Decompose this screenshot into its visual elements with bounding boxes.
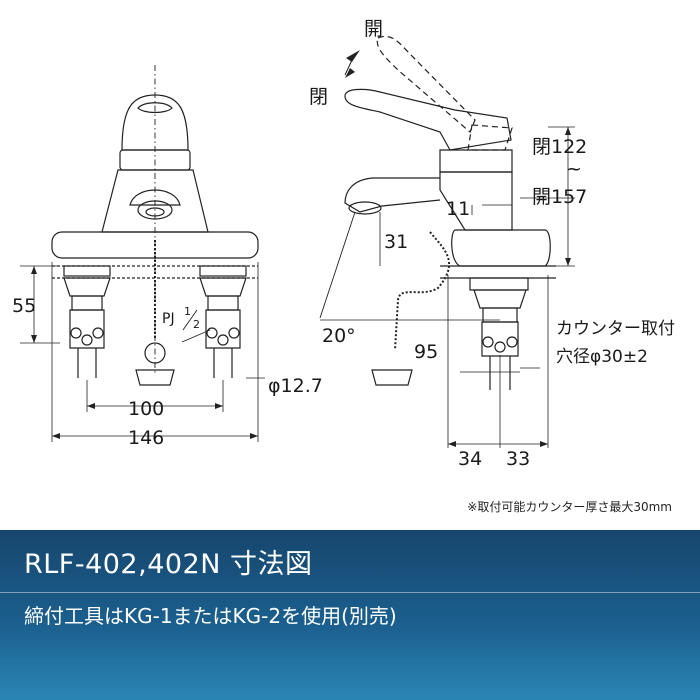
dimension-drawing: 開 閉 閉122 ~ 開157 11 31 20° 95 55 φ12.7 10… — [12, 18, 675, 470]
label-pj-numerator: 1 — [184, 305, 191, 318]
footnote: ※取付可能カウンター厚さ最大30mm — [467, 500, 672, 514]
label-closed-height: 閉122 — [532, 136, 587, 158]
label-dim-11: 11 — [446, 198, 470, 220]
label-dim-55: 55 — [12, 295, 36, 317]
label-closed-left: 閉 — [309, 86, 328, 108]
title-banner: RLF-402,402N 寸法図 締付工具はKG-1またはKG-2を使用(別売) — [0, 530, 700, 700]
dimension-arrows — [31, 50, 571, 447]
label-tilde: ~ — [566, 158, 582, 180]
label-dim-100: 100 — [128, 398, 164, 420]
label-open-height: 開157 — [532, 186, 587, 208]
label-dim-95: 95 — [414, 341, 438, 363]
label-open-top: 開 — [364, 18, 383, 40]
banner-divider — [0, 592, 700, 593]
label-dim-34: 34 — [458, 448, 482, 470]
label-pj-denominator: 2 — [193, 318, 200, 331]
banner-title: RLF-402,402N 寸法図 — [24, 549, 313, 580]
label-dim-phi127: φ12.7 — [268, 375, 323, 397]
label-dim-20deg: 20° — [322, 325, 356, 347]
banner-subtitle: 締付工具はKG-1またはKG-2を使用(別売) — [24, 604, 397, 628]
label-counter-line2: 穴径φ30±2 — [556, 347, 648, 367]
front-view — [20, 65, 265, 442]
label-dim-146: 146 — [128, 427, 164, 449]
label-dim-31: 31 — [384, 231, 408, 253]
label-counter-line1: カウンター取付 — [556, 319, 675, 339]
label-dim-33: 33 — [506, 448, 530, 470]
label-pj: PJ — [162, 311, 175, 327]
side-view — [319, 35, 575, 448]
